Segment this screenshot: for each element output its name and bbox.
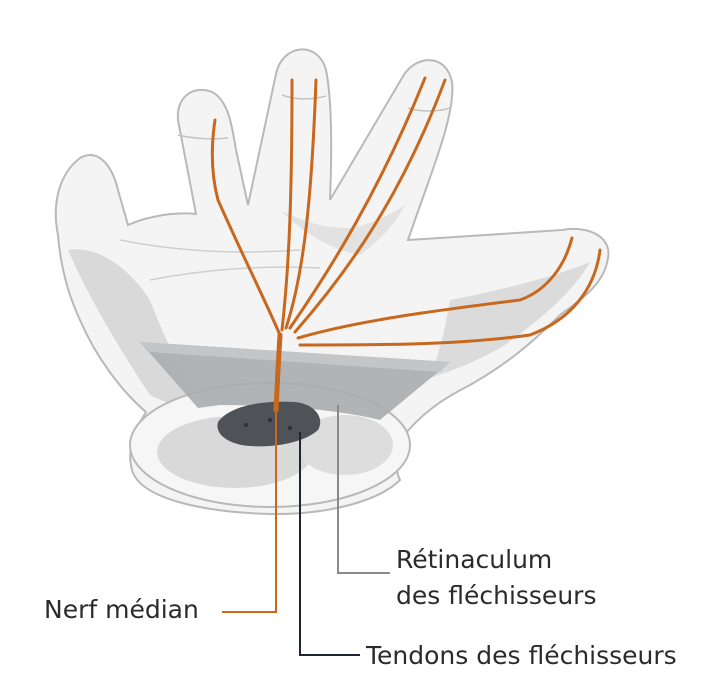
wrist-bone-shading-2 xyxy=(297,415,393,475)
tendon-dot-3 xyxy=(288,426,292,430)
retinaculum-band-top xyxy=(140,342,450,372)
crease-1 xyxy=(177,134,229,140)
nerve-branch-middle-a xyxy=(280,78,294,332)
label-tendons: Tendons des fléchisseurs xyxy=(365,641,677,670)
finger-shadow xyxy=(280,205,405,255)
hand-illustration xyxy=(54,48,610,516)
nerve-branch-ring-a xyxy=(288,76,427,330)
label-retinaculum-line2: des fléchisseurs xyxy=(396,581,596,610)
crease-2 xyxy=(281,94,327,100)
thumb-shadow xyxy=(430,262,590,378)
nerve-branch-index xyxy=(210,118,282,337)
nerve-branch-middle-b xyxy=(284,78,318,330)
tendon-dot-1 xyxy=(244,423,248,427)
crease-4 xyxy=(149,266,321,281)
nerve-branch-thumb-a xyxy=(296,236,574,340)
label-nerf-median: Nerf médian xyxy=(44,595,199,624)
crease-5 xyxy=(119,239,301,253)
label-retinaculum-line1: Rétinaculum xyxy=(396,545,552,574)
nerve-branch-ring-b xyxy=(293,78,447,334)
leader-tendons xyxy=(299,432,360,656)
nerve-trunk xyxy=(273,332,283,413)
tendon-dot-2 xyxy=(268,418,272,422)
leader-lines xyxy=(222,405,390,656)
flexor-tendons xyxy=(217,401,321,447)
leader-retinaculum xyxy=(337,405,390,574)
nerve-branch-thumb-b xyxy=(298,248,602,347)
leader-nerve xyxy=(222,410,277,613)
median-nerve xyxy=(210,76,602,413)
